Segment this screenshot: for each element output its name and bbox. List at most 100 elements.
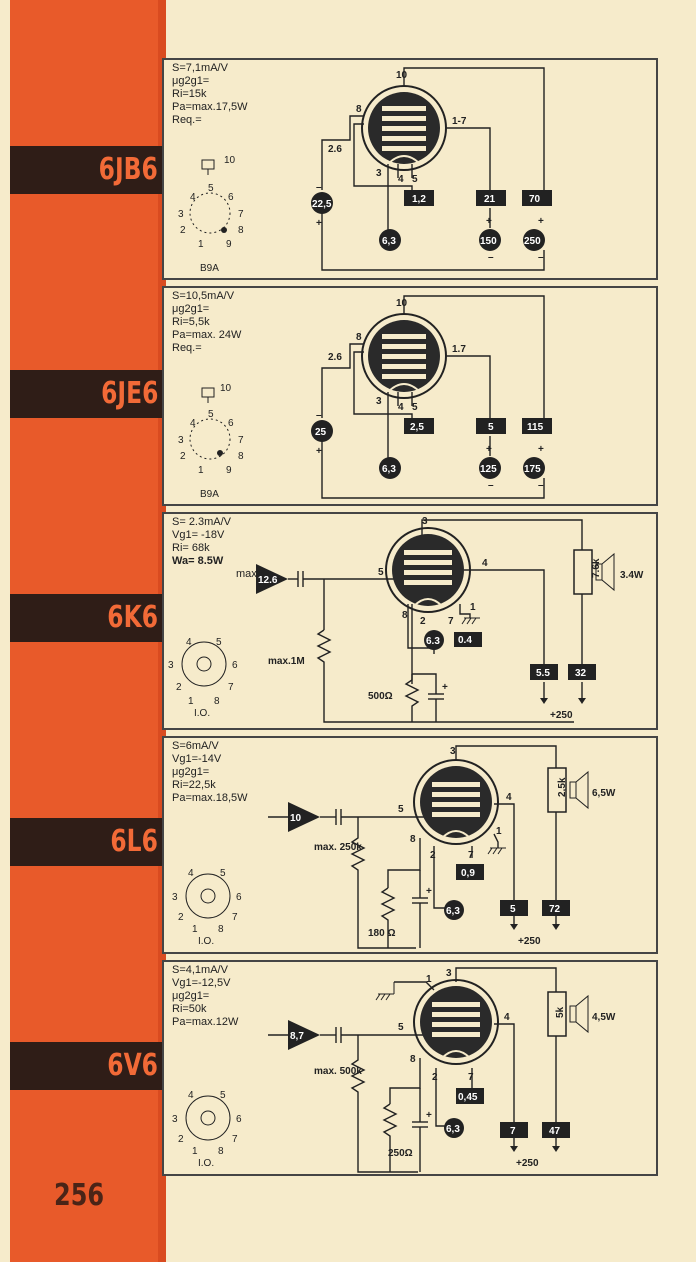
arrow-down-icon bbox=[552, 1146, 560, 1152]
schematic-diagram: 10 5 4 6 3 7 2 8 1 9 B9A bbox=[178, 67, 552, 274]
svg-text:–: – bbox=[488, 480, 494, 491]
svg-text:+250: +250 bbox=[516, 1158, 539, 1169]
svg-text:+: + bbox=[538, 216, 544, 227]
svg-text:4: 4 bbox=[398, 174, 404, 185]
base-pinout: 10 5 4 6 3 7 2 8 1 9 B9A bbox=[178, 155, 244, 274]
svg-text:2: 2 bbox=[432, 1072, 438, 1083]
svg-text:–: – bbox=[488, 252, 494, 263]
svg-text:5k: 5k bbox=[555, 1006, 566, 1018]
svg-text:2: 2 bbox=[430, 850, 436, 861]
svg-text:10: 10 bbox=[220, 383, 232, 394]
spec-line: μg2g1= bbox=[172, 303, 210, 315]
tube-symbol bbox=[361, 85, 447, 171]
spec-line: S=7,1mA/V bbox=[172, 62, 228, 74]
spec-list: S=6mA/V Vg1=-14V μg2g1= Ri=22,5k Pa=max.… bbox=[172, 740, 248, 805]
value-box bbox=[542, 900, 570, 916]
svg-text:+: + bbox=[316, 446, 322, 457]
svg-text:125: 125 bbox=[480, 464, 497, 475]
svg-text:2,5: 2,5 bbox=[410, 422, 424, 433]
svg-text:3: 3 bbox=[422, 516, 428, 527]
svg-text:5: 5 bbox=[488, 422, 494, 433]
svg-text:max.1M: max.1M bbox=[268, 656, 305, 667]
voltage-circle bbox=[444, 900, 464, 920]
arrow-down-icon bbox=[510, 1146, 518, 1152]
svg-text:1: 1 bbox=[198, 465, 204, 476]
svg-text:8: 8 bbox=[402, 610, 408, 621]
svg-text:250: 250 bbox=[524, 236, 541, 247]
svg-text:8,7: 8,7 bbox=[290, 1031, 304, 1042]
svg-text:2.6: 2.6 bbox=[328, 144, 342, 155]
svg-text:max. 500k: max. 500k bbox=[314, 1066, 362, 1077]
svg-text:3.4W: 3.4W bbox=[620, 570, 644, 581]
svg-text:8: 8 bbox=[410, 1054, 416, 1065]
svg-text:+: + bbox=[426, 886, 432, 897]
tube-symbol bbox=[361, 313, 447, 399]
svg-text:10: 10 bbox=[290, 813, 302, 824]
svg-text:72: 72 bbox=[549, 904, 561, 915]
svg-text:3: 3 bbox=[178, 209, 184, 220]
spec-line: Ri=22,5k bbox=[172, 779, 216, 791]
value-box bbox=[476, 418, 506, 434]
speaker-icon bbox=[569, 994, 589, 1034]
svg-text:6.3: 6.3 bbox=[426, 636, 440, 647]
tube-band-6l6: 6L6 bbox=[10, 818, 166, 866]
svg-text:5: 5 bbox=[398, 804, 404, 815]
svg-text:1: 1 bbox=[192, 924, 198, 935]
svg-text:2: 2 bbox=[420, 616, 426, 627]
value-box bbox=[568, 664, 596, 680]
svg-text:+: + bbox=[538, 444, 544, 455]
svg-text:+: + bbox=[486, 216, 492, 227]
output-transformer bbox=[547, 767, 567, 813]
tube-symbol bbox=[385, 527, 471, 613]
svg-text:+: + bbox=[442, 682, 448, 693]
svg-text:6,5W: 6,5W bbox=[592, 788, 616, 799]
svg-text:5: 5 bbox=[208, 183, 214, 194]
value-box bbox=[456, 864, 484, 880]
svg-text:1: 1 bbox=[470, 602, 476, 613]
svg-text:2: 2 bbox=[176, 682, 182, 693]
spec-line: Pa=max. 24W bbox=[172, 329, 242, 341]
svg-text:7: 7 bbox=[228, 682, 234, 693]
voltage-circle bbox=[379, 457, 401, 479]
svg-text:5.5: 5.5 bbox=[536, 668, 550, 679]
svg-text:3: 3 bbox=[376, 396, 382, 407]
spec-line: μg2g1= bbox=[172, 766, 210, 778]
schematic-diagram: 4 5 3 6 2 7 1 8 I.O. 8,7 bbox=[172, 967, 616, 1173]
base-type: B9A bbox=[200, 489, 219, 500]
svg-text:1: 1 bbox=[188, 696, 194, 707]
svg-text:4,5W: 4,5W bbox=[592, 1012, 616, 1023]
base-pinout: 4 5 3 6 2 7 1 8 I.O. bbox=[168, 637, 238, 719]
svg-text:21: 21 bbox=[484, 194, 496, 205]
base-type: I.O. bbox=[194, 708, 210, 719]
spec-line: μg2g1= bbox=[172, 990, 210, 1002]
value-box bbox=[500, 900, 528, 916]
spec-line: Vg1=-12,5V bbox=[172, 977, 231, 989]
arrow-down-icon bbox=[510, 924, 518, 930]
spec-line: Pa=max.12W bbox=[172, 1016, 239, 1028]
svg-text:10: 10 bbox=[396, 70, 408, 81]
spec-line: S=10,5mA/V bbox=[172, 290, 235, 302]
ground-symbol bbox=[487, 847, 506, 855]
svg-text:8: 8 bbox=[410, 834, 416, 845]
speaker-icon bbox=[569, 770, 589, 810]
svg-text:3: 3 bbox=[446, 968, 452, 979]
spec-line: S= 2.3mA/V bbox=[172, 516, 232, 528]
svg-text:7: 7 bbox=[448, 616, 454, 627]
voltage-circle bbox=[479, 229, 501, 251]
svg-text:2: 2 bbox=[180, 451, 186, 462]
svg-text:25: 25 bbox=[315, 427, 327, 438]
svg-text:6: 6 bbox=[236, 1114, 242, 1125]
svg-text:+: + bbox=[486, 444, 492, 455]
schematic-diagram: 4 5 3 6 2 7 1 8 I.O. 10 bbox=[172, 745, 616, 949]
svg-text:+: + bbox=[316, 218, 322, 229]
spec-line: Vg1= -18V bbox=[172, 529, 225, 541]
base-pinout: 4 5 3 6 2 7 1 8 I.O. bbox=[172, 868, 242, 947]
svg-text:5: 5 bbox=[510, 904, 516, 915]
svg-text:250Ω: 250Ω bbox=[388, 1148, 413, 1159]
voltage-circle bbox=[479, 457, 501, 479]
spec-line: Ri= 68k bbox=[172, 542, 210, 554]
wiring bbox=[321, 67, 545, 271]
svg-text:4: 4 bbox=[504, 1012, 510, 1023]
ground-symbol bbox=[375, 982, 395, 1001]
spec-line: Req.= bbox=[172, 114, 202, 126]
